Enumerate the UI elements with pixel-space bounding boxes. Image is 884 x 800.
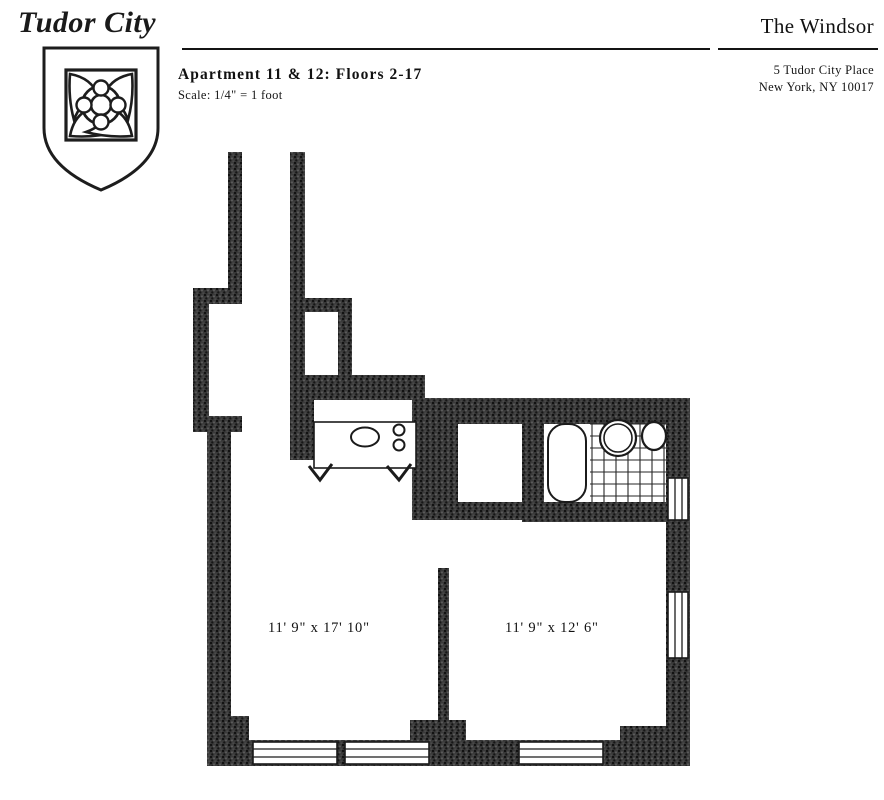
wall-kitchen-left — [290, 398, 314, 460]
tudor-city-wordmark: Tudor City — [18, 6, 157, 39]
door-swing-right — [385, 463, 413, 483]
wall-left-exterior — [207, 424, 231, 732]
room-label-living-room: 11' 9" x 17' 10" — [268, 620, 370, 636]
wall-kitchen-top — [290, 375, 425, 400]
wall-top-main — [425, 398, 690, 424]
window-right-upper — [667, 477, 689, 521]
wall-bottom-right-return — [620, 726, 690, 746]
kitchen-fixtures — [307, 421, 417, 483]
plan-windows — [252, 477, 689, 765]
apartment-title-block: Apartment 11 & 12: Floors 2-17 Scale: 1/… — [178, 66, 698, 103]
tudor-city-shield-icon — [42, 46, 160, 192]
window-bottom-1 — [252, 741, 338, 765]
plan-walls — [193, 152, 690, 766]
address-city-state-zip: New York, NY 10017 — [758, 79, 874, 94]
building-name-block: The Windsor — [574, 14, 874, 39]
header-rule-left — [182, 48, 710, 50]
window-bottom-2 — [344, 741, 430, 765]
bathtub — [547, 423, 587, 503]
building-address-block: 5 Tudor City Place New York, NY 10017 — [574, 62, 874, 95]
address-street: 5 Tudor City Place — [773, 63, 874, 77]
door-swing-left — [307, 463, 334, 483]
bathroom-sink — [640, 420, 668, 452]
wall-right-exterior — [666, 398, 690, 740]
wall-bottom-left-return — [225, 726, 249, 746]
stove-burner-upper — [392, 423, 406, 437]
scale-note: Scale: 1/4" = 1 foot — [178, 88, 283, 102]
wall-bath-left — [522, 410, 544, 520]
wall-hall-closet-left — [438, 424, 458, 520]
wall-left-closet — [193, 288, 242, 432]
wall-entry-vestibule-right — [338, 298, 352, 400]
tudor-city-logo: Tudor City — [14, 6, 184, 196]
window-bottom-3 — [518, 741, 604, 765]
wall-hall-closet-bottom — [438, 502, 538, 520]
room-label-bedroom: 11' 9" x 12' 6" — [505, 620, 599, 636]
kitchen-sink — [350, 426, 380, 448]
bathroom-fixtures — [547, 418, 668, 503]
wall-stub-left-upper — [228, 152, 242, 304]
wall-bath-bottom — [522, 502, 690, 522]
window-right-lower — [667, 591, 689, 659]
stove-burner-lower — [392, 438, 406, 452]
header-rule-right — [718, 48, 878, 50]
toilet-bowl-inner — [603, 423, 633, 453]
building-name: The Windsor — [760, 14, 874, 38]
apartment-title: Apartment 11 & 12: Floors 2-17 — [178, 66, 423, 83]
wall-room-partition — [438, 568, 449, 728]
